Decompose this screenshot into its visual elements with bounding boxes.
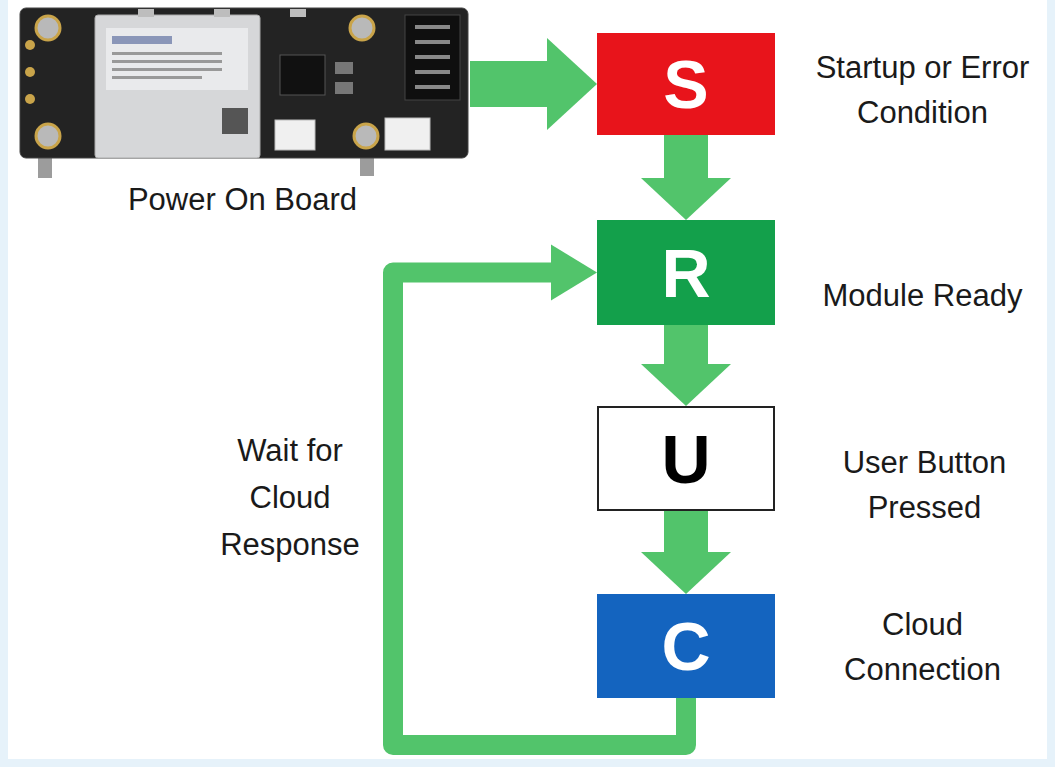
connector bbox=[385, 118, 430, 150]
state-description-holder: Module Ready bbox=[800, 273, 1045, 318]
switch bbox=[290, 9, 306, 17]
state-letter: S bbox=[663, 50, 708, 118]
cellular-module bbox=[95, 15, 260, 158]
label-line bbox=[112, 60, 222, 63]
pin bbox=[415, 55, 450, 59]
state-box: RModule Ready bbox=[597, 220, 775, 325]
state-letter: C bbox=[661, 612, 710, 680]
component bbox=[335, 82, 353, 94]
flow-arrow bbox=[641, 511, 731, 594]
flow-arrow bbox=[641, 135, 731, 220]
state-box: CCloud Connection bbox=[597, 594, 775, 698]
state-description: Startup or Error Condition bbox=[800, 45, 1045, 135]
pin bbox=[415, 70, 450, 74]
state-letter: U bbox=[661, 425, 710, 493]
arrow-head bbox=[551, 245, 597, 301]
antenna-connector bbox=[25, 94, 35, 104]
state-description: Cloud Connection bbox=[800, 602, 1045, 692]
label-line bbox=[112, 52, 222, 55]
state-box: SStartup or Error Condition bbox=[597, 33, 775, 135]
caption-holder: Power On Board bbox=[15, 180, 470, 220]
switch bbox=[214, 9, 230, 17]
state-letter: R bbox=[661, 239, 710, 307]
flow-arrow bbox=[470, 38, 597, 130]
state-box: UUser Button Pressed bbox=[597, 406, 775, 511]
module-label bbox=[106, 28, 248, 90]
arrow-shaft bbox=[470, 61, 548, 107]
chip bbox=[280, 55, 325, 95]
arrow-shaft bbox=[664, 325, 708, 365]
flow-arrow bbox=[641, 325, 731, 406]
arrow-head bbox=[547, 38, 597, 130]
antenna-connector bbox=[25, 67, 35, 77]
qr-code bbox=[222, 108, 248, 134]
label-line bbox=[112, 76, 202, 79]
screw bbox=[350, 16, 374, 40]
screw bbox=[36, 124, 60, 148]
pin bbox=[415, 40, 450, 44]
arrow-shaft bbox=[664, 135, 708, 179]
pin-header bbox=[405, 15, 460, 100]
state-description-holder: Cloud Connection bbox=[800, 602, 1045, 692]
circuit-board bbox=[20, 8, 468, 158]
board-node: Power On Board bbox=[15, 6, 470, 216]
state-description: Module Ready bbox=[800, 273, 1045, 318]
state-description: User Button Pressed bbox=[802, 440, 1047, 530]
state-description-holder: User Button Pressed bbox=[802, 440, 1047, 530]
switch bbox=[138, 9, 154, 17]
antenna-connector bbox=[25, 40, 35, 50]
label-line bbox=[112, 68, 222, 71]
board-caption: Power On Board bbox=[15, 180, 470, 220]
arrow-head bbox=[641, 364, 731, 406]
arrow-head bbox=[641, 178, 731, 220]
edge-label: Wait for Cloud Response bbox=[203, 427, 378, 568]
pin bbox=[415, 25, 450, 29]
state-description-holder: Startup or Error Condition bbox=[800, 45, 1045, 135]
screw bbox=[36, 16, 60, 40]
screw bbox=[354, 124, 378, 148]
component bbox=[335, 62, 353, 74]
arrow-shaft bbox=[664, 511, 708, 553]
connector bbox=[275, 120, 315, 150]
pin bbox=[415, 85, 450, 89]
module-logo bbox=[112, 36, 172, 44]
arrow-head bbox=[641, 552, 731, 594]
